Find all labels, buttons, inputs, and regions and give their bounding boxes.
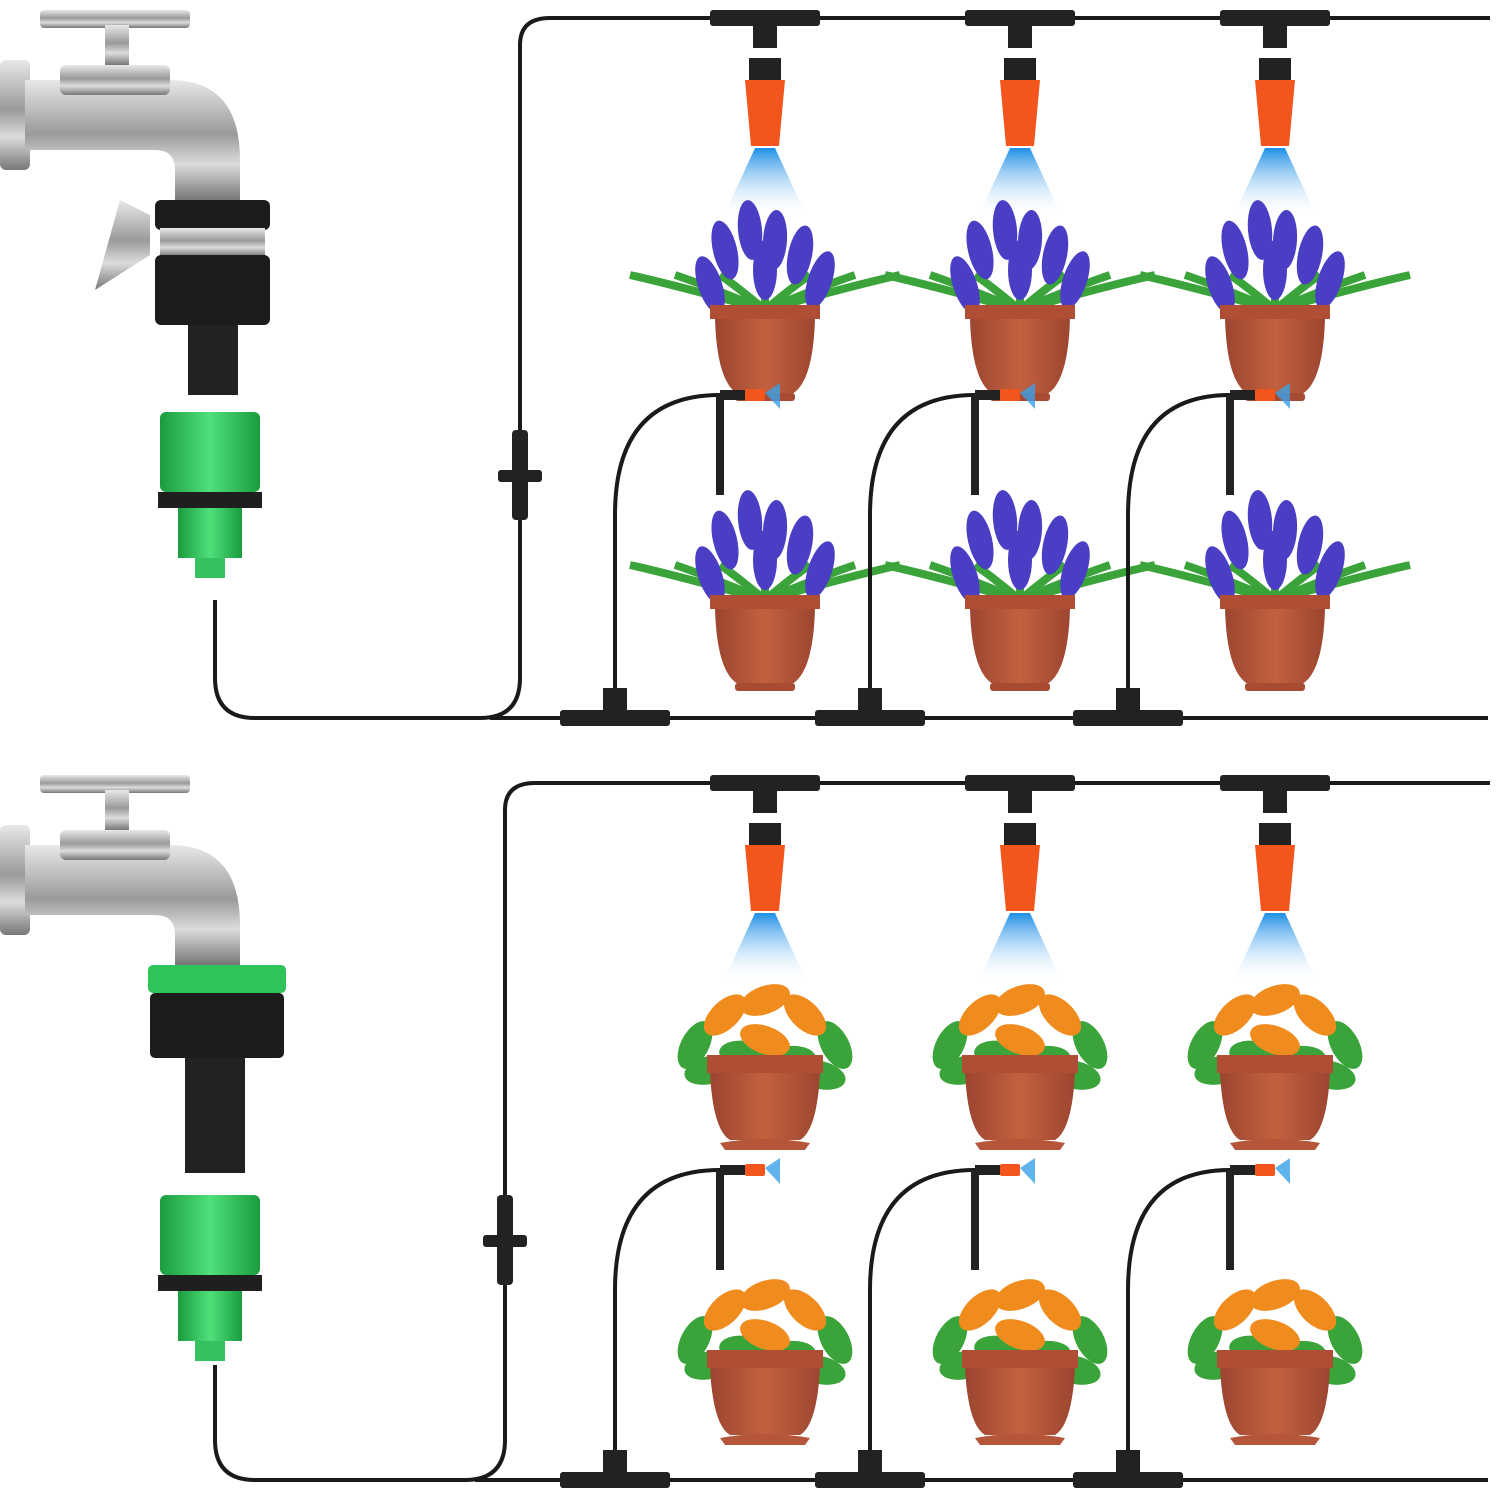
potted-plant-icon: [677, 1279, 853, 1445]
tee-connector-icon: [1073, 1450, 1183, 1488]
faucet-adapter: [148, 965, 286, 1173]
tee-connector-icon: [965, 10, 1075, 48]
drip-stake-icon: [815, 1158, 1035, 1488]
potted-plant-icon: [1187, 984, 1363, 1150]
main-tube: [213, 16, 1490, 720]
tee-connector-icon: [815, 688, 925, 726]
potted-plant-icon: [932, 1279, 1108, 1445]
drip-stake-icon: [560, 383, 780, 726]
mist-sprinkler-icon: [965, 775, 1075, 978]
mist-spray: [725, 913, 805, 978]
tee-connector-icon: [560, 688, 670, 726]
mist-spray: [980, 148, 1060, 213]
drip-stake-icon: [815, 383, 1035, 726]
tee-connector-icon: [560, 1450, 670, 1488]
tee-connector-icon: [965, 775, 1075, 813]
mist-spray: [1235, 913, 1315, 978]
mist-sprinkler-icon: [710, 10, 820, 213]
potted-plant-icon: [677, 984, 853, 1150]
mist-sprinkler-icon: [1220, 775, 1330, 978]
potted-plant-icon: [884, 490, 1156, 691]
potted-plant-icon: [629, 490, 901, 691]
drip-stake-icon: [1073, 1158, 1290, 1488]
drip-stake-icon: [560, 1158, 780, 1488]
mist-spray: [1235, 148, 1315, 213]
potted-plant-icon: [1139, 490, 1411, 691]
drip-stake-icon: [1073, 383, 1290, 726]
mist-spray: [980, 913, 1060, 978]
hose-connector-icon: [158, 412, 262, 578]
faucet-icon: [0, 775, 240, 965]
valve-icon: [498, 430, 542, 520]
mist-spray: [725, 148, 805, 213]
valve-icon: [483, 1195, 527, 1285]
panel-top: [0, 10, 1490, 726]
tee-connector-icon: [1073, 688, 1183, 726]
tee-connector-icon: [815, 1450, 925, 1488]
tee-connector-icon: [1220, 775, 1330, 813]
mist-sprinkler-icon: [965, 10, 1075, 213]
potted-plant-icon: [884, 200, 1156, 401]
potted-plant-icon: [1187, 1279, 1363, 1445]
potted-plant-icon: [1139, 200, 1411, 401]
tee-connector-icon: [710, 775, 820, 813]
tee-connector-icon: [1220, 10, 1330, 48]
potted-plant-icon: [629, 200, 901, 401]
main-tube: [213, 781, 1490, 1482]
faucet-icon: [0, 10, 240, 200]
tee-connector-icon: [710, 10, 820, 48]
panel-bottom: [0, 775, 1490, 1488]
hose-connector-icon: [158, 1195, 262, 1361]
potted-plant-icon: [932, 984, 1108, 1150]
faucet-adapter: [95, 200, 270, 395]
mist-sprinkler-icon: [710, 775, 820, 978]
mist-sprinkler-icon: [1220, 10, 1330, 213]
